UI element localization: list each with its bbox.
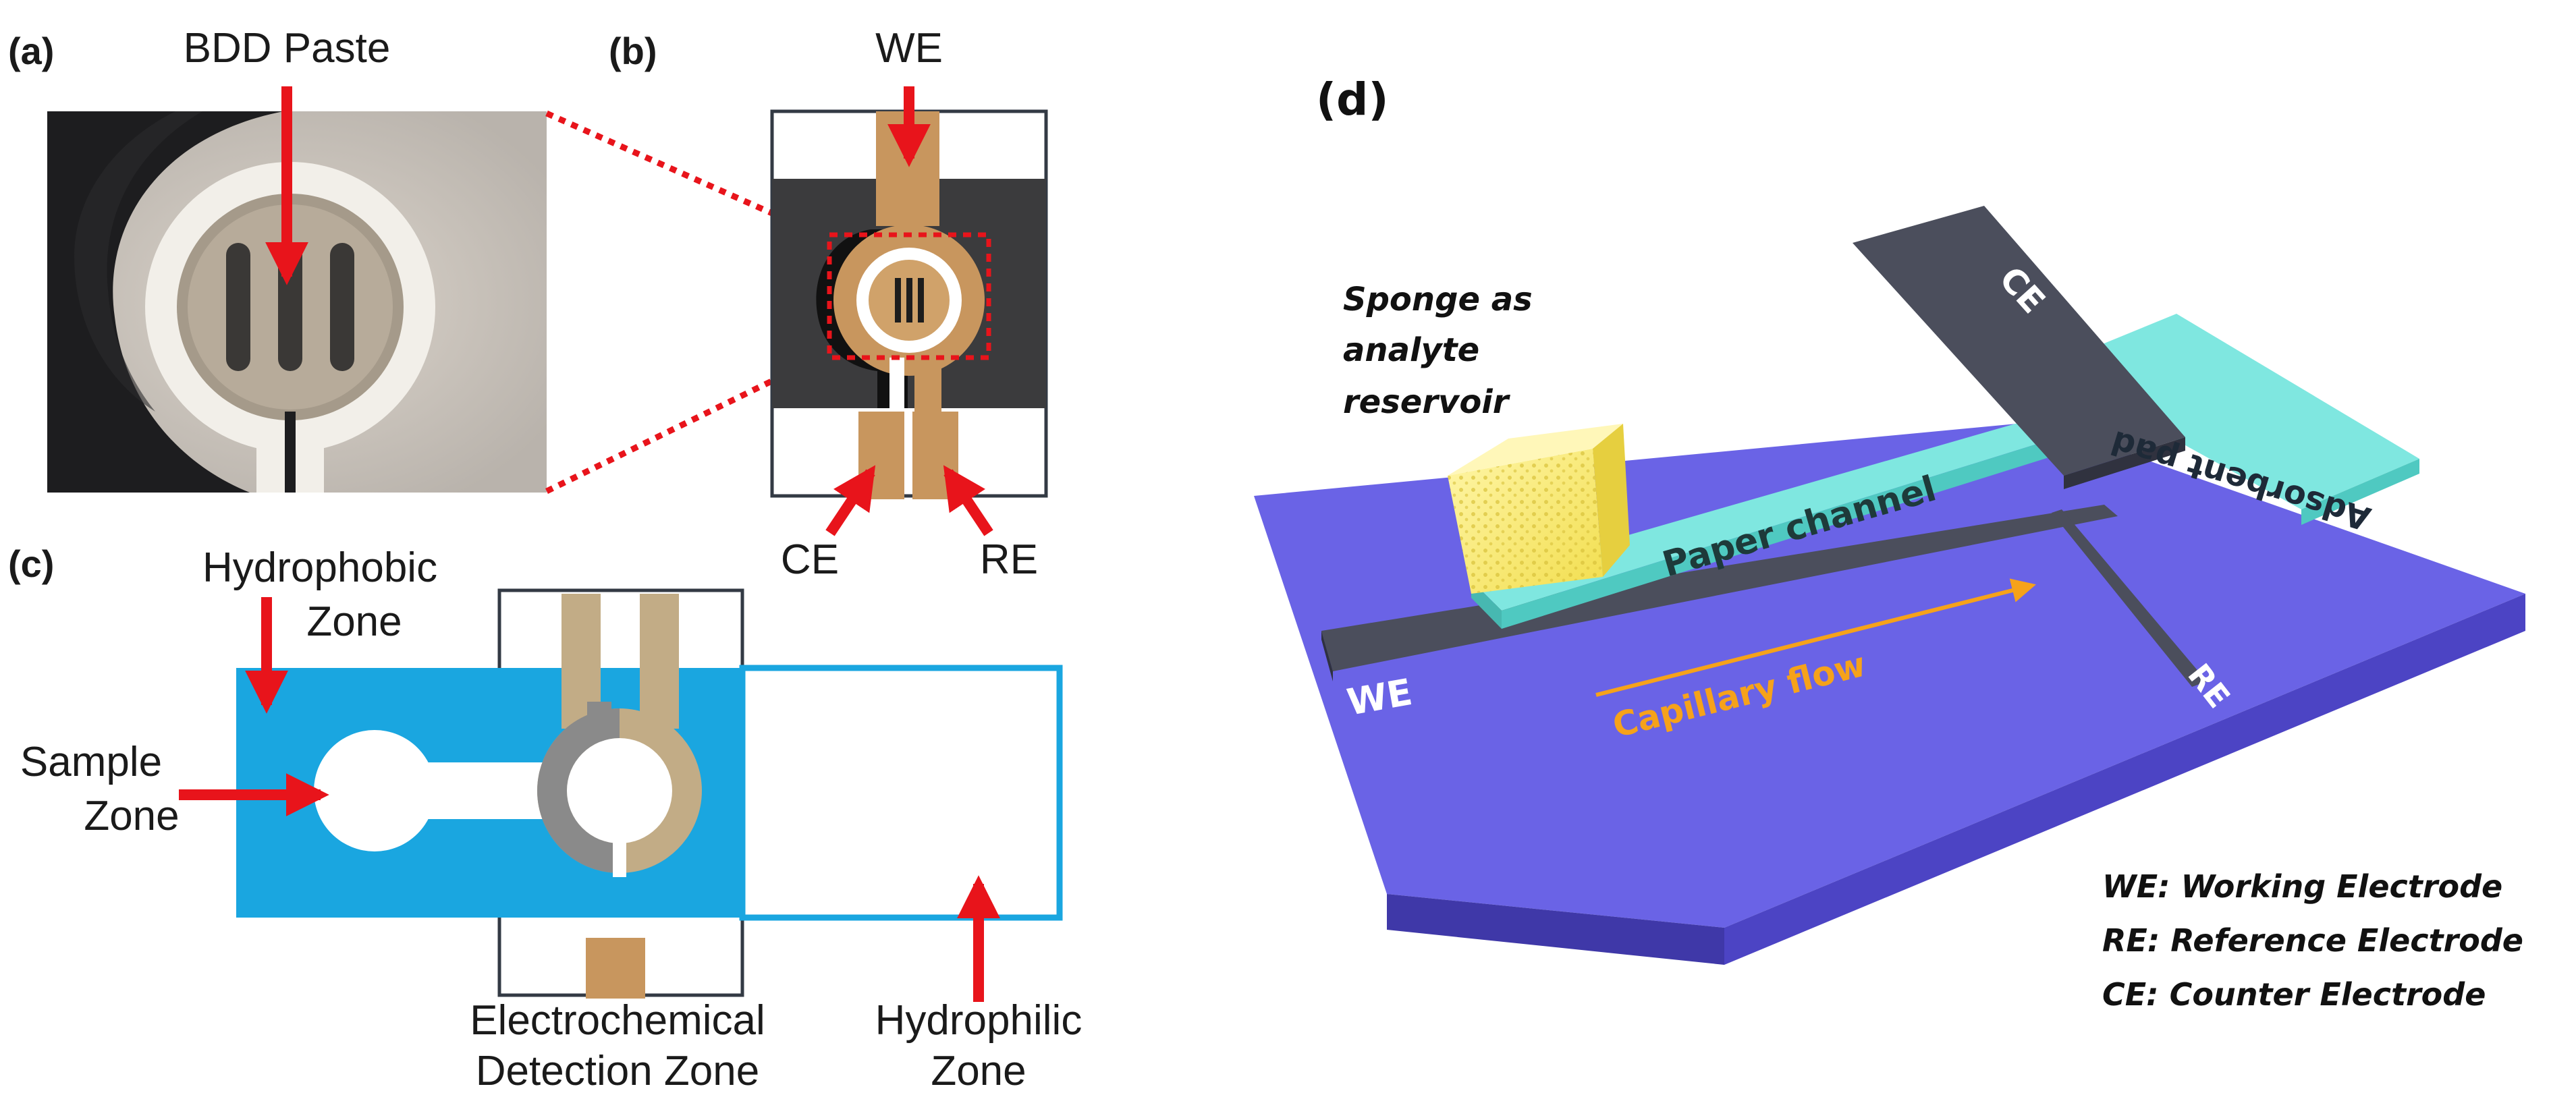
b-we-label: WE xyxy=(875,25,943,72)
sponge-label-3: reservoir xyxy=(1343,383,1511,421)
bdd-photo xyxy=(47,111,547,493)
sample-label-2: Zone xyxy=(84,793,179,839)
electrode-chip xyxy=(770,109,1048,499)
panel-b-letter: (b) xyxy=(609,30,657,72)
panel-c: (c) Hydrophobic Zone Sample Zone xyxy=(8,542,1082,1093)
b-re-label: RE xyxy=(980,536,1038,583)
panel-c-letter: (c) xyxy=(8,542,54,585)
panel-d: (d) xyxy=(1254,74,2525,1013)
capillary-flow-arrow xyxy=(1595,578,2036,697)
sponge xyxy=(1448,424,1630,594)
b-ce-arrow xyxy=(825,465,876,536)
panel-b: (b) WE CE RE xyxy=(609,25,1048,583)
b-re-arrow xyxy=(943,465,993,536)
hydrophilic-label-2: Zone xyxy=(931,1048,1026,1093)
bdd-paste-label: BDD Paste xyxy=(184,25,391,72)
electrochem-label-1: Electrochemical xyxy=(470,997,765,1044)
ce-plate xyxy=(1853,206,2185,489)
panel-a-letter: (a) xyxy=(8,30,54,72)
legend-re: RE: Reference Electrode xyxy=(2102,922,2523,959)
sponge-label-2: analyte xyxy=(1343,331,1479,369)
legend-we: WE: Working Electrode xyxy=(2102,868,2502,905)
electrode-tracks xyxy=(1321,505,2207,687)
b-ce-label: CE xyxy=(781,536,839,583)
panel-a: (a) BDD Paste xyxy=(8,25,547,493)
adsorbent-pad xyxy=(2045,314,2419,525)
electrochem-label-2: Detection Zone xyxy=(476,1048,759,1093)
electrode-legend: WE: Working Electrode RE: Reference Elec… xyxy=(2102,868,2523,1013)
legend-ce: CE: Counter Electrode xyxy=(2102,976,2486,1013)
hydrophobic-label-1: Hydrophobic xyxy=(202,544,437,591)
sample-label-1: Sample xyxy=(20,739,162,785)
hydrophobic-label-2: Zone xyxy=(306,598,402,645)
paper-device xyxy=(236,588,1063,999)
sponge-label-1: Sponge as xyxy=(1343,281,1533,318)
panel-d-letter: (d) xyxy=(1316,74,1389,125)
hydrophilic-label-1: Hydrophilic xyxy=(875,997,1083,1044)
